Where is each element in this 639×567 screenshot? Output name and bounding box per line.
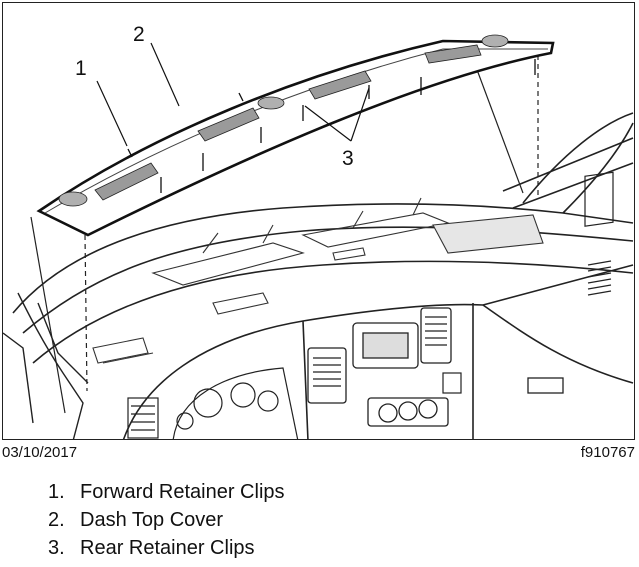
legend-item: 3. Rear Retainer Clips	[48, 534, 285, 562]
legend-item-label: Dash Top Cover	[80, 509, 224, 531]
dashboard-body	[12, 112, 634, 439]
legend-item-number: 1.	[48, 481, 65, 503]
figure-id: f910767	[580, 444, 635, 461]
legend-item: 2. Dash Top Cover	[48, 506, 285, 534]
callout-3: 3	[342, 147, 354, 170]
leader-lines	[96, 42, 370, 147]
callout-2: 2	[133, 23, 145, 46]
legend-item-number: 3.	[48, 537, 65, 559]
legend-item-label: Forward Retainer Clips	[80, 481, 285, 503]
figure-date: 03/10/2017	[2, 444, 78, 461]
dash-shelf-details	[92, 197, 544, 364]
callout-legend: 1. Forward Retainer Clips 2. Dash Top Co…	[48, 478, 285, 562]
callout-1: 1	[75, 57, 87, 80]
center-stack	[307, 307, 564, 427]
instrument-cluster	[127, 367, 462, 439]
right-air-vent	[584, 171, 614, 296]
cover-speakers	[58, 34, 509, 207]
legend-item-label: Rear Retainer Clips	[80, 537, 255, 559]
legend-item-number: 2.	[48, 509, 65, 531]
legend-item: 1. Forward Retainer Clips	[48, 478, 285, 506]
figure-meta: 03/10/2017 f910767	[2, 444, 635, 462]
dash-top-cover-illustration: 1 2 3	[3, 23, 634, 439]
cover-grilles	[94, 44, 482, 201]
retainer-clips	[127, 59, 536, 193]
left-dash-side	[3, 292, 89, 439]
alignment-lines	[30, 55, 539, 414]
dash-top-cover	[36, 34, 555, 237]
illustration-frame: 1 2 3	[2, 2, 635, 440]
